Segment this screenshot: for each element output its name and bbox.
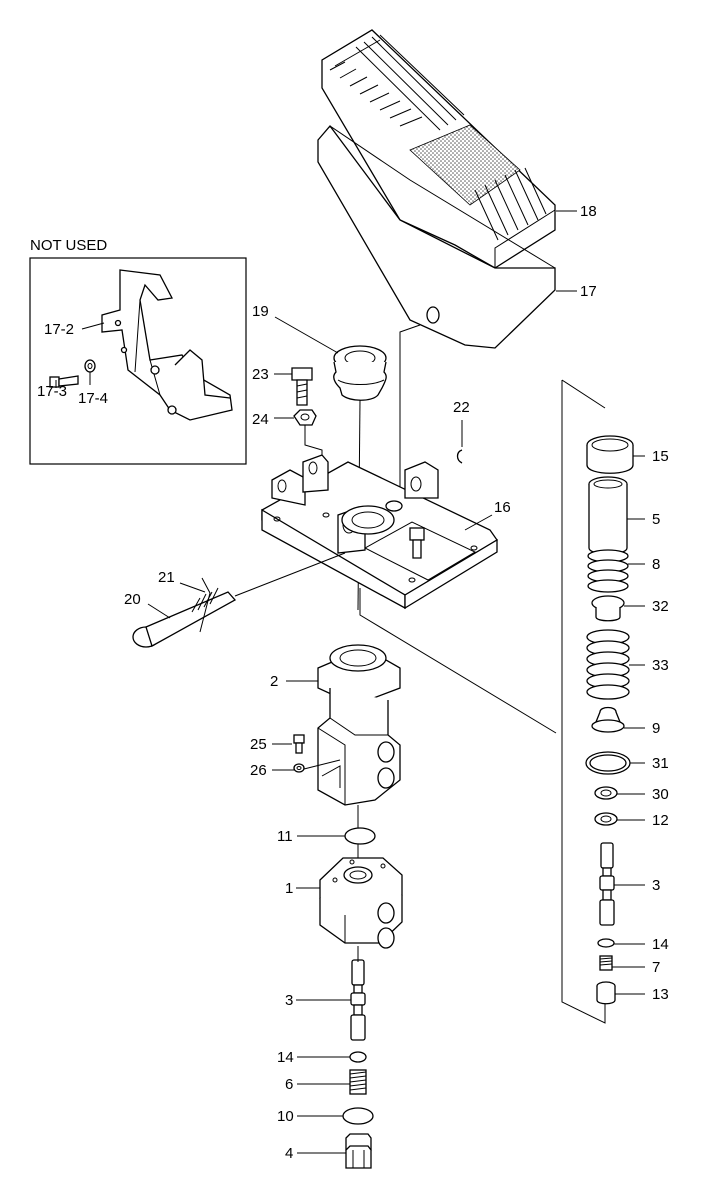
callout-22: 22 (453, 399, 470, 416)
callout-17: 17 (580, 283, 597, 300)
callout-17-3: 17-3 (37, 383, 67, 400)
callout-1: 1 (285, 880, 293, 897)
washer-12 (594, 812, 618, 826)
callout-23: 23 (252, 366, 269, 383)
pin-22 (456, 449, 463, 464)
bolt-23 (291, 367, 313, 406)
ring-14-right (597, 938, 615, 948)
callout-8: 8 (652, 556, 660, 573)
callout-14: 14 (277, 1049, 294, 1066)
o-ring-10 (342, 1107, 374, 1125)
callout-6: 6 (285, 1076, 293, 1093)
callout-26: 26 (250, 762, 267, 779)
washer-30 (594, 786, 618, 800)
spring-8 (587, 549, 629, 593)
callout-2: 2 (270, 673, 278, 690)
pedal-body-17 (317, 124, 556, 349)
spool-3-right (599, 842, 615, 926)
callout-15: 15 (652, 448, 669, 465)
valve-body-2 (299, 644, 401, 806)
callout-33: 33 (652, 657, 669, 674)
callout-3-right: 3 (652, 877, 660, 894)
callout-30: 30 (652, 786, 669, 803)
callout-25: 25 (250, 736, 267, 753)
not-used-caption: NOT USED (30, 237, 107, 254)
pin-20 (132, 591, 237, 648)
callout-19: 19 (252, 303, 269, 320)
callout-10: 10 (277, 1108, 294, 1125)
callout-16: 16 (494, 499, 511, 516)
callout-leaders (55, 210, 645, 1154)
callout-11: 11 (277, 828, 293, 845)
callout-31: 31 (652, 755, 669, 772)
valve-body-1 (319, 857, 403, 949)
spool-3-center (350, 959, 366, 1041)
callout-21: 21 (158, 569, 175, 586)
base-plate-16 (261, 454, 498, 610)
spring-7 (599, 955, 613, 971)
callout-18: 18 (580, 203, 597, 220)
callout-9: 9 (652, 720, 660, 737)
callout-17-2: 17-2 (44, 321, 74, 338)
cap-15 (586, 435, 634, 474)
retainer-9 (591, 706, 625, 733)
callout-5: 5 (652, 511, 660, 528)
callout-24: 24 (252, 411, 269, 428)
callout-32: 32 (652, 598, 669, 615)
bracket-17-2 (101, 269, 233, 421)
pedal-cover-18 (321, 29, 556, 269)
snap-ring-31 (585, 751, 631, 775)
callout-12: 12 (652, 812, 669, 829)
spring-21 (191, 577, 219, 633)
seat-32 (591, 595, 625, 622)
o-ring-11 (344, 827, 376, 845)
sleeve-5 (588, 476, 628, 555)
ring-14 (349, 1051, 367, 1063)
bolt-17-3 (49, 375, 79, 388)
callout-labels: 18 17 19 23 24 22 16 21 20 2 25 26 11 1 … (37, 203, 669, 1162)
callout-3: 3 (285, 992, 293, 1009)
callout-13: 13 (652, 986, 669, 1003)
boot-19 (333, 345, 387, 401)
callout-17-4: 17-4 (78, 390, 108, 407)
spring-6 (349, 1069, 367, 1095)
screw-25 (293, 734, 305, 754)
callout-14-right: 14 (652, 936, 669, 953)
washer-26 (293, 763, 305, 773)
nut-24 (293, 409, 317, 426)
spring-33 (586, 629, 630, 700)
not-used-inset: NOT USED (29, 237, 247, 465)
washer-17-4 (84, 359, 96, 373)
plug-13 (596, 981, 616, 1005)
callout-20: 20 (124, 591, 141, 608)
callout-7: 7 (652, 959, 660, 976)
callout-4: 4 (285, 1145, 293, 1162)
plug-4 (345, 1133, 372, 1169)
